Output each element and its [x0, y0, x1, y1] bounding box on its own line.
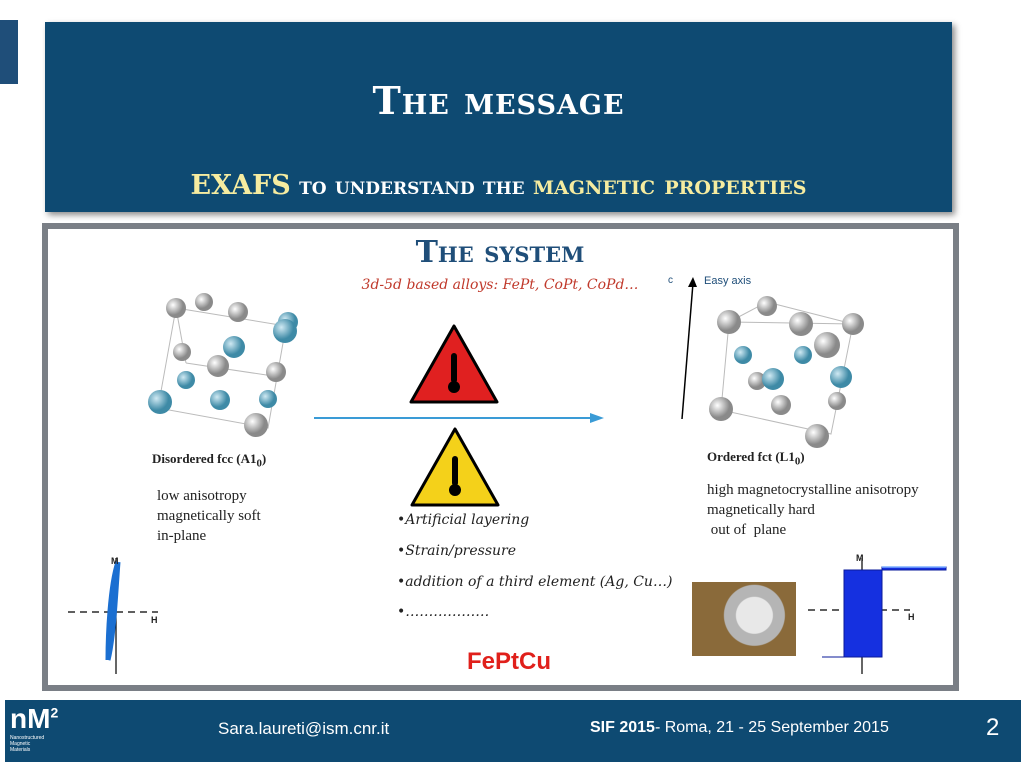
left-property-1: low anisotropy: [157, 488, 247, 504]
logo-main: nM2: [10, 703, 58, 735]
ordered-fct-label-text: Ordered fct (L1: [707, 449, 795, 464]
ordered-fct-label: Ordered fct (L10): [707, 449, 805, 468]
red-warning-icon: [409, 324, 499, 404]
left-property-2: magnetically soft: [157, 508, 261, 524]
left-properties: low anisotropy magnetically soft in-plan…: [157, 486, 261, 546]
bullet-third-element: •addition of a third element (Ag, Cu…): [397, 574, 673, 590]
left-loop-h-label: H: [151, 615, 158, 625]
logo-small-text: Nanostructured Magnetic Materials: [10, 735, 45, 753]
ordered-fct-label-end: ): [800, 449, 805, 464]
disordered-fcc-label-end: ): [261, 451, 267, 466]
disordered-fcc-label-sub: 0: [256, 457, 262, 470]
conference-name: SIF 2015: [590, 719, 655, 736]
title-banner: The message EXAFS to understand the magn…: [45, 22, 952, 212]
nm2-logo: nM2 Nanostructured Magnetic Materials: [10, 703, 70, 759]
disordered-fcc-label-text: Disordered fcc (A1: [152, 451, 257, 466]
right-loop-m-label: M: [856, 553, 864, 563]
bullet-strain-pressure: •Strain/pressure: [397, 543, 517, 559]
easy-axis-arrow: [681, 277, 697, 420]
fcc-crystal-diagram: [148, 293, 298, 437]
conference-details: - Roma, 21 - 25 September 2015: [654, 719, 889, 736]
fct-crystal-diagram: [709, 296, 864, 448]
slide-title: The message: [372, 78, 625, 123]
subtitle-magnetic: magnetic properties: [532, 170, 807, 201]
accent-bar: [0, 20, 18, 84]
right-property-3: out of plane: [707, 522, 787, 538]
slide-subtitle: EXAFS to understand the magnetic propert…: [45, 170, 952, 201]
left-loop-m-label: M: [111, 556, 119, 566]
right-property-1: high magnetocrystalline anisotropy: [707, 482, 919, 498]
feptcu-label: FePtCu: [467, 648, 551, 675]
easy-axis-label: Easy axis: [704, 275, 752, 287]
content-frame: [42, 223, 959, 691]
bullet-ellipsis: •………………: [397, 604, 490, 620]
yellow-warning-icon: [410, 427, 500, 507]
system-subtitle: 3d-5d based alloys: FePt, CoPt, CoPd…: [361, 277, 639, 293]
right-properties: high magnetocrystalline anisotropy magne…: [707, 480, 919, 540]
axis-c-label: c: [668, 275, 673, 286]
right-loop-h-label: H: [908, 612, 915, 622]
bullet-artificial-layering: •Artificial layering: [397, 512, 530, 528]
hard-hysteresis-loop: [808, 558, 947, 674]
logo-main-text: nM: [10, 703, 51, 734]
transition-arrow: [314, 413, 604, 423]
ordered-fct-label-sub: 0: [794, 455, 801, 468]
footer-bar: [5, 700, 1021, 762]
subtitle-middle: to understand the: [290, 171, 533, 200]
footer-email: Sara.laureti@ism.cnr.it: [218, 719, 390, 738]
soft-hysteresis-loop: [68, 558, 158, 674]
right-property-2: magnetically hard: [707, 502, 815, 518]
page-number: 2: [986, 714, 1000, 741]
footer-conference: SIF 2015- Roma, 21 - 25 September 2015: [590, 719, 889, 737]
left-property-3: in-plane: [157, 528, 207, 544]
subtitle-exafs: EXAFS: [190, 170, 291, 201]
disordered-fcc-label: Disordered fcc (A10): [152, 451, 266, 470]
logo-sup: 2: [50, 704, 59, 721]
system-title: The system: [415, 235, 585, 270]
hard-disk-photo: [692, 582, 796, 656]
